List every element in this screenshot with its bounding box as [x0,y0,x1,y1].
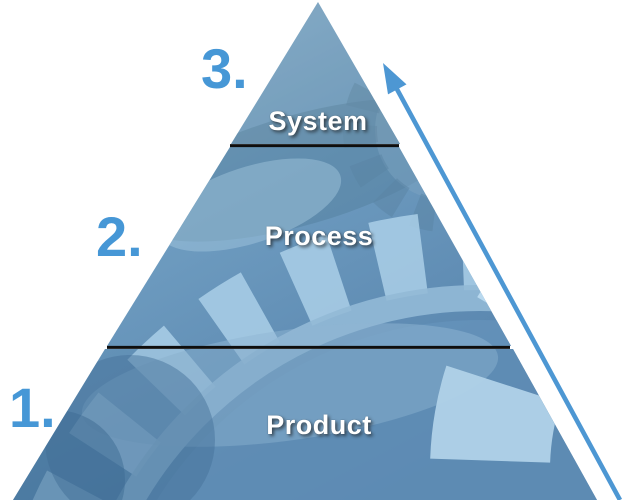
rank-number-3: 3. [201,37,248,100]
rank-number-1: 1. [9,376,56,439]
level-label-system: System [268,106,368,136]
level-label-process: Process [264,221,374,251]
level-label-product: Product [266,410,372,440]
rank-number-2: 2. [96,205,143,268]
up-arrow-icon [383,63,623,500]
